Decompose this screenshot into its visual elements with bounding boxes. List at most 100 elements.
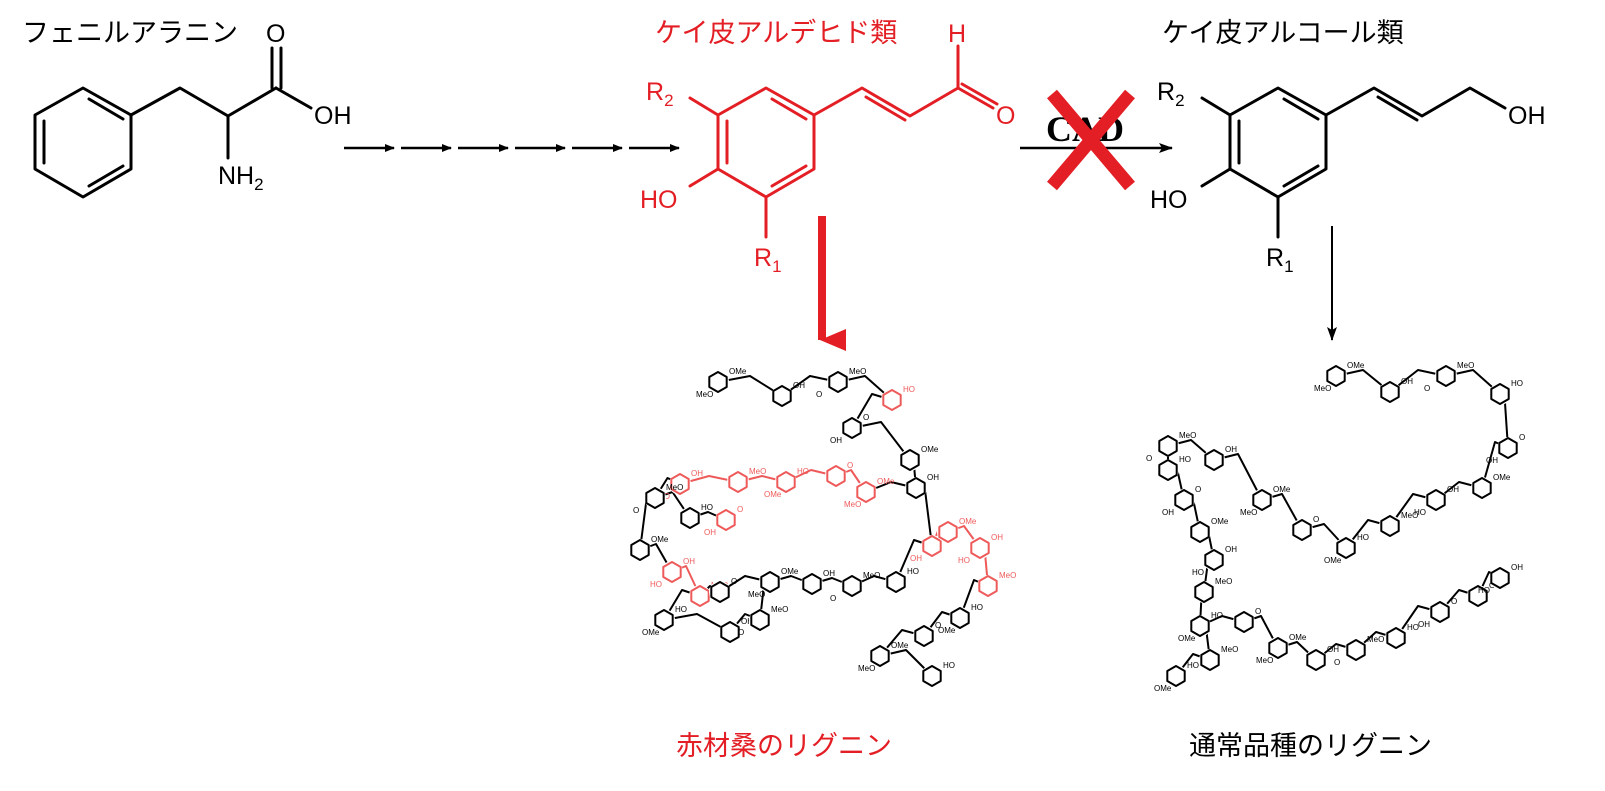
polymer-ring-background bbox=[1425, 489, 1447, 511]
polymer-atom-label: OMe bbox=[764, 490, 782, 499]
polymer-atom-label: OH bbox=[793, 381, 805, 390]
polymer-ring-background bbox=[1189, 521, 1211, 543]
polymer-ring-background bbox=[661, 561, 683, 583]
polymer-aromatic-ring bbox=[662, 561, 682, 583]
polymer-ring-background bbox=[1233, 611, 1255, 633]
polymer-atom-label: MeO bbox=[863, 571, 880, 580]
polymer-ring-background bbox=[855, 481, 877, 503]
polymer-ring-background bbox=[759, 571, 781, 593]
polymer-atom-label: OMe bbox=[1324, 556, 1342, 565]
polymer-atom-label: OMe bbox=[729, 367, 747, 376]
polymer-ring-background bbox=[977, 575, 999, 597]
polymer-ring-background bbox=[1467, 585, 1489, 607]
polymer-aromatic-ring bbox=[772, 385, 792, 407]
terminal-hydroxyl: OH bbox=[1508, 102, 1546, 130]
polymer-aromatic-ring bbox=[1190, 615, 1210, 637]
polymer-aromatic-ring bbox=[802, 573, 822, 595]
polymer-aromatic-ring bbox=[870, 645, 890, 667]
r1-substituent: R1 bbox=[754, 244, 782, 276]
polymer-aromatic-ring bbox=[826, 465, 846, 487]
polymer-atom-label: MeO bbox=[1256, 656, 1273, 665]
polymer-aromatic-ring bbox=[1490, 383, 1510, 405]
polymer-ring-background bbox=[775, 471, 797, 493]
polymer-ring-background bbox=[1203, 449, 1225, 471]
normal-lignin-label: 通常品種のリグニン bbox=[1189, 731, 1432, 762]
polymer-ring-background bbox=[1471, 477, 1493, 499]
polymer-ring-background bbox=[841, 575, 863, 597]
polymer-aromatic-ring bbox=[760, 571, 780, 593]
polymer-aromatic-ring bbox=[630, 539, 650, 561]
polymer-aromatic-ring bbox=[922, 665, 942, 687]
polymer-atom-label: HO bbox=[1357, 533, 1369, 542]
polymer-aromatic-ring bbox=[1468, 585, 1488, 607]
polymer-ring-background bbox=[727, 471, 749, 493]
polymer-ring-background bbox=[905, 477, 927, 499]
polymer-ring-background bbox=[1251, 489, 1273, 511]
polymer-ring-background bbox=[1165, 665, 1187, 687]
polymer-atom-label: O bbox=[847, 461, 853, 470]
polymer-atom-label: MeO bbox=[858, 664, 875, 673]
polymer-atom-label: OH bbox=[1401, 377, 1413, 386]
polymer-aromatic-ring bbox=[654, 609, 674, 631]
normal-lignin-polymer: OMeMeOOHMeOOHOOOHOMeOHHOMeOHOOMeOOMeMeOO… bbox=[1146, 361, 1525, 693]
polymer-atom-label: MeO bbox=[1314, 384, 1331, 393]
polymer-atom-label: OH bbox=[1327, 645, 1339, 654]
polymer-ring-background bbox=[644, 487, 666, 509]
polymer-aromatic-ring bbox=[1386, 627, 1406, 649]
polymer-aromatic-ring bbox=[856, 481, 876, 503]
cinnamaldehydes-label: ケイ皮アルデヒド類 bbox=[655, 18, 897, 49]
polymer-aromatic-ring bbox=[1380, 515, 1400, 537]
polymer-aromatic-ring bbox=[1204, 549, 1224, 571]
aldehyde-oxygen: O bbox=[996, 102, 1015, 130]
polymer-aromatic-ring bbox=[1498, 437, 1518, 459]
polymer-atom-label: HO bbox=[1211, 611, 1223, 620]
polymer-aromatic-ring bbox=[1436, 365, 1456, 387]
polymer-atom-label: OH bbox=[1447, 485, 1459, 494]
polymer-atom-label: O bbox=[816, 390, 822, 399]
polymer-atom-label: HO bbox=[1179, 455, 1191, 464]
polymer-aromatic-ring bbox=[720, 621, 740, 643]
polymer-atom-label: MeO bbox=[749, 467, 766, 476]
polymer-aromatic-ring bbox=[906, 477, 926, 499]
polymer-ring-background bbox=[1173, 489, 1195, 511]
polymer-ring-background bbox=[1379, 381, 1401, 403]
polymer-aromatic-ring bbox=[708, 371, 728, 393]
polymer-atom-label: MeO bbox=[844, 500, 861, 509]
polymer-atom-label: MeO bbox=[771, 605, 788, 614]
polymer-aromatic-ring bbox=[1166, 665, 1186, 687]
polymer-atom-label: OMe bbox=[877, 477, 895, 486]
polymer-atom-label: HO bbox=[1187, 661, 1199, 670]
polymer-aromatic-ring bbox=[938, 521, 958, 543]
polymer-aromatic-ring bbox=[886, 571, 906, 593]
polymer-atom-label: MeO bbox=[999, 571, 1016, 580]
polymer-ring-background bbox=[1193, 581, 1215, 603]
polymer-ring-background bbox=[1345, 639, 1367, 661]
red-lignin-label: 赤材桑のリグニン bbox=[676, 731, 892, 762]
polymer-ring-background bbox=[1189, 615, 1211, 637]
polymer-atom-label: MeO bbox=[1215, 577, 1232, 586]
polymer-atom-label: O bbox=[1451, 597, 1457, 606]
polymer-atom-label: MeO bbox=[1179, 431, 1196, 440]
polymer-atom-label: OH bbox=[830, 436, 842, 445]
polymer-atom-label: MeO bbox=[1401, 511, 1418, 520]
polymer-aromatic-ring bbox=[716, 509, 736, 531]
polymer-atom-label: OH bbox=[741, 617, 753, 626]
polymer-ring-background bbox=[719, 621, 741, 643]
polymer-atom-label: MeO bbox=[1240, 508, 1257, 517]
polymer-aromatic-ring bbox=[1234, 611, 1254, 633]
polymer-atom-label: OH bbox=[910, 554, 922, 563]
polymer-ring-background bbox=[1203, 549, 1225, 571]
polymer-aromatic-ring bbox=[1326, 365, 1346, 387]
polymer-atom-label: OH bbox=[691, 469, 703, 478]
polymer-atom-label: OMe bbox=[891, 641, 909, 650]
polymer-aromatic-ring bbox=[914, 625, 934, 647]
polymer-aromatic-ring bbox=[1194, 581, 1214, 603]
polymer-atom-label: HO bbox=[903, 385, 915, 394]
polymer-ring-background bbox=[1157, 459, 1179, 481]
polymer-atom-label: MeO bbox=[1367, 635, 1384, 644]
polymer-atom-label: OH bbox=[927, 473, 939, 482]
polymer-ring-background bbox=[629, 539, 651, 561]
polymer-atom-label: O bbox=[1146, 454, 1152, 463]
polymer-aromatic-ring bbox=[970, 537, 990, 559]
polymer-aromatic-ring bbox=[828, 371, 848, 393]
